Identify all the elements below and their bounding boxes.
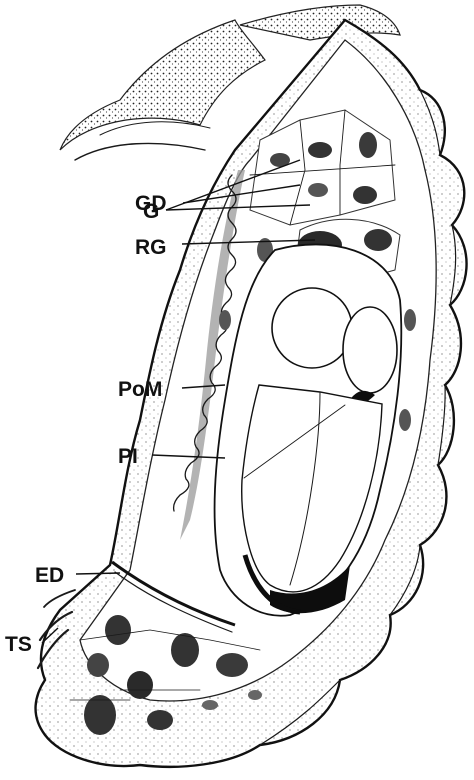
label-ed: ED	[35, 564, 64, 587]
leader-ed	[76, 573, 120, 574]
label-pi: PI	[118, 445, 138, 468]
label-ts: TS	[5, 633, 32, 656]
label-g: G	[143, 200, 159, 223]
label-rg: RG	[135, 236, 167, 259]
label-pom: PoM	[118, 378, 162, 401]
